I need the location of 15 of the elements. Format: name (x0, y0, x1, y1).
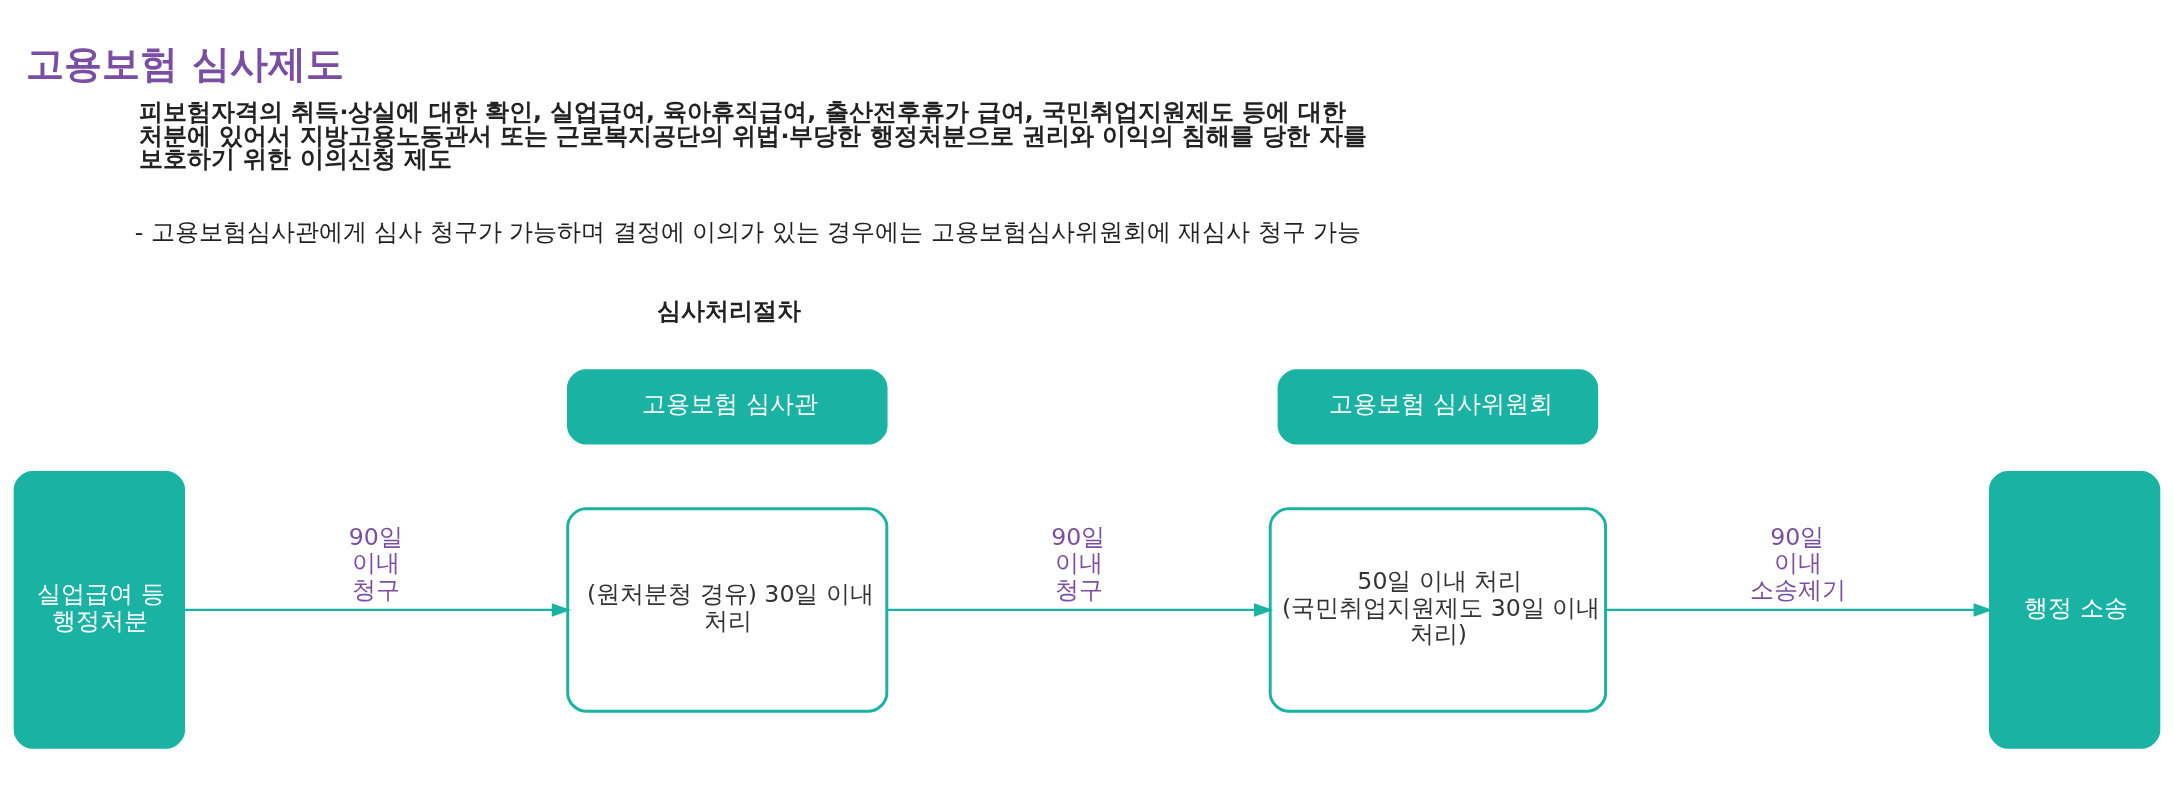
arrow (887, 602, 1274, 617)
arrow (184, 602, 572, 617)
diagram-title: 고용보험 심사제도 (26, 40, 344, 86)
node-box: 행정 소송 (1988, 470, 2161, 749)
node-box: 50일 이내 처리 (국민취업지원제도 30일 이내 처리) (1268, 506, 1608, 713)
node-box: 실업급여 등 행정처분 (13, 470, 186, 749)
node-box: 고용보험 심사관 (566, 368, 888, 444)
label: 심사처리절차 (657, 296, 802, 325)
label: 피보험자격의 취득·상실에 대한 확인, 실업급여, 육아휴직급여, 출산전후휴가 급여, 국민취업지원제도 등에 대한 처분에 있어서 지방고용노동관서 또는 근로복지공단의 위법·부당한 행정처분으로 권리와 이익의 침해를 당한 자를 보호하기 위한 이의신청 제도 (139, 97, 1367, 173)
edge-label: 90일 이내 소송제기 (1750, 522, 1847, 604)
node-box: (원처분청 경유) 30일 이내 처리 (566, 506, 889, 713)
label: - 고용보험심사관에게 심사 청구가 가능하며 결정에 이의가 있는 경우에는 고용보험심사위원회에 재심사 청구 가능 (134, 217, 1362, 246)
edge-label: 90일 이내 청구 (348, 522, 403, 604)
edge-label: 90일 이내 청구 (1051, 522, 1106, 604)
node-box: 고용보험 심사위원회 (1277, 368, 1599, 444)
